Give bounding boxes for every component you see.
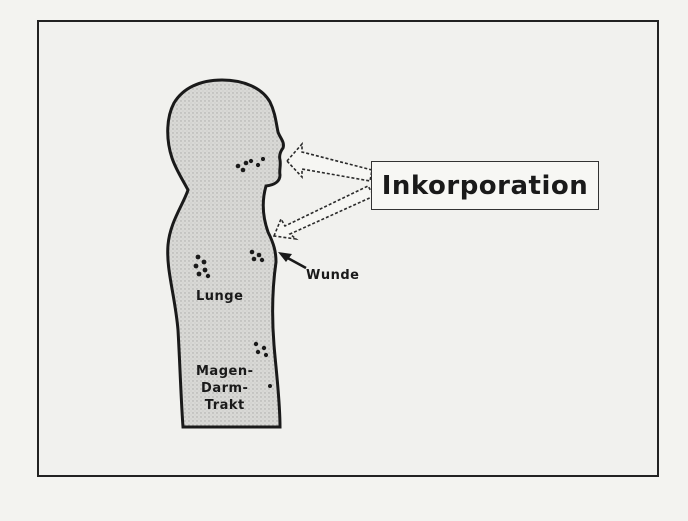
gi-label-line-2: Darm- [196, 380, 253, 397]
gi-tract-label: Magen- Darm- Trakt [196, 363, 253, 414]
gi-label-line-1: Magen- [196, 363, 253, 380]
inkorporation-label: Inkorporation [382, 171, 589, 201]
inkorporation-box: Inkorporation [371, 161, 599, 210]
lung-label: Lunge [196, 289, 243, 304]
mouth-arrow [287, 144, 372, 181]
gi-label-line-3: Trakt [196, 397, 253, 414]
wound-arrow [274, 186, 374, 239]
wound-label: Wunde [306, 268, 359, 283]
wound-pointer [278, 252, 306, 268]
